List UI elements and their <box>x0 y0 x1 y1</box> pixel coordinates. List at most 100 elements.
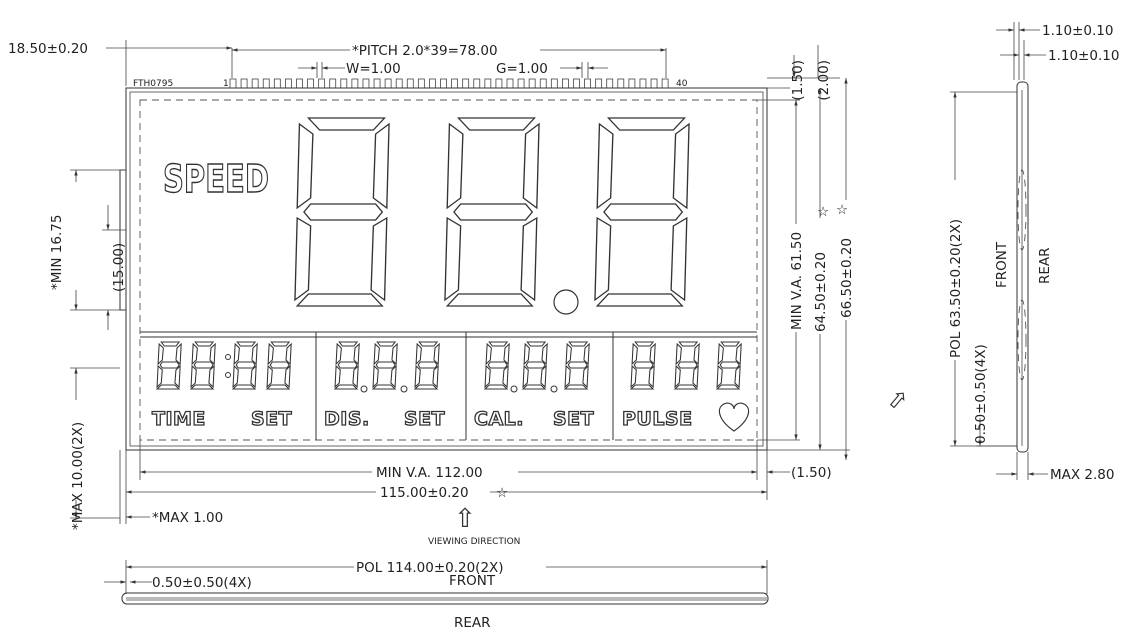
small-digit <box>522 341 548 390</box>
pin-pad <box>473 78 481 89</box>
width-115: 115.00±0.20 <box>380 485 469 501</box>
bottom-side-view: POL 114.00±0.20(2X) FRONT 0.50±0.50(4X) … <box>104 560 769 631</box>
model-code: FTH0795 <box>133 79 173 89</box>
pin-pad <box>506 78 514 89</box>
min-va-61-50: MIN V.A. 61.50 <box>789 232 805 330</box>
pin-pad <box>362 78 370 89</box>
small-digit <box>334 341 360 390</box>
pin-pad <box>417 78 425 89</box>
viewing-area-outline <box>139 99 758 441</box>
glass-inner-outline <box>129 91 764 447</box>
pin-pad <box>240 78 248 89</box>
pitch-dim: *PITCH 2.0*39=78.00 <box>352 43 498 59</box>
small-digit <box>190 341 216 390</box>
front-label-side: FRONT <box>994 241 1010 288</box>
max-1-00: *MAX 1.00 <box>152 510 223 526</box>
max-10-00: *MAX 10.00(2X) <box>70 422 86 530</box>
colon-dot-top <box>225 354 231 360</box>
time-label: TIME <box>152 408 206 430</box>
pol-offset-bottom: 0.50±0.50(4X) <box>152 575 252 591</box>
pin-pad <box>595 78 603 89</box>
pin-pad <box>550 78 558 89</box>
small-digit <box>564 341 590 390</box>
pin-pad <box>639 78 647 89</box>
pin-pad <box>318 78 326 89</box>
pin-pad <box>262 78 270 89</box>
thickness-1-10-b: 1.10±0.10 <box>1048 48 1119 64</box>
pin-pad <box>606 78 614 89</box>
small-digit <box>414 341 440 390</box>
up-arrow-icon: ⇧ <box>454 504 476 534</box>
pin-pad <box>628 78 636 89</box>
small-digit-group <box>156 341 742 393</box>
small-digit <box>716 341 742 390</box>
pin-pad <box>329 78 337 89</box>
pin-pad <box>539 78 547 89</box>
small-digit <box>232 341 258 390</box>
thickness-1-10-a: 1.10±0.10 <box>1042 23 1113 39</box>
right-side-view: ⇧ 1.10±0.10 1.10±0.10 FRONT REAR POL 63.… <box>881 22 1119 483</box>
dim-1-50-top: (1.50) <box>790 60 806 101</box>
pin-pad <box>573 78 580 89</box>
pin-pad <box>429 78 436 89</box>
big-digit-2 <box>444 117 540 307</box>
pin-pad <box>650 78 658 89</box>
pin-40-label: 40 <box>676 79 688 89</box>
pin-pad <box>373 78 381 89</box>
pin-pad <box>395 78 403 89</box>
pol-offset-side: 0.50±0.50(4X) <box>973 344 989 444</box>
pin-pad <box>351 78 359 89</box>
time-set-label: SET <box>251 408 292 430</box>
speed-label: SPEED <box>163 157 269 201</box>
pin-pad <box>307 78 314 89</box>
bottom-dimensions: MIN V.A. 112.00 (1.50) 115.00±0.20 ☆ ⇧ V… <box>126 440 832 547</box>
small-digit <box>674 341 700 390</box>
rear-label-side: REAR <box>1037 247 1053 284</box>
front-label-bottom: FRONT <box>449 573 496 589</box>
pin-pad <box>517 78 525 89</box>
dim-2-00-top: (2.00) <box>816 60 832 101</box>
pin-pad <box>661 78 669 89</box>
top-dimensions: *PITCH 2.0*39=78.00 W=1.00 G=1.00 18.50±… <box>8 40 840 101</box>
dis-set-label: SET <box>404 408 445 430</box>
cal-set-label: SET <box>553 408 594 430</box>
g-dim: G=1.00 <box>496 61 548 77</box>
small-digit <box>266 341 292 390</box>
small-digit <box>156 341 182 390</box>
pin-1-label: 1 <box>223 79 229 89</box>
pin-pad <box>451 78 459 89</box>
pin-pad <box>584 78 591 89</box>
dim-1-50-right: (1.50) <box>791 465 832 481</box>
pin-pad <box>528 78 536 89</box>
left-dimensions: *MIN 16.75 (15.00) *MAX 10.00(2X) *MAX 1… <box>49 169 223 530</box>
decimal-point <box>553 289 579 315</box>
small-decimal-dot <box>400 385 408 393</box>
star-icon: ☆ <box>817 204 829 220</box>
small-digit <box>372 341 398 390</box>
front-view: FTH0795 1 40 SPEED TIME SET DIS. SET CAL… <box>119 78 768 451</box>
height-64-50: 64.50±0.20 <box>813 252 829 332</box>
pin-pad <box>462 78 470 89</box>
pin-pad <box>562 78 569 89</box>
small-decimal-dot <box>510 385 518 393</box>
pin-pad <box>273 78 281 89</box>
pin-pad <box>340 78 348 89</box>
viewing-direction: VIEWING DIRECTION <box>428 537 520 547</box>
pol-114: POL 114.00±0.20(2X) <box>356 560 504 576</box>
offset-18-50: 18.50±0.20 <box>8 41 88 57</box>
small-decimal-dot <box>360 385 368 393</box>
dis-label: DIS. <box>324 408 370 430</box>
cal-label: CAL. <box>474 408 524 430</box>
small-digit <box>630 341 656 390</box>
panel-side-profile <box>121 592 769 605</box>
pin-pad <box>495 78 503 89</box>
w-dim: W=1.00 <box>346 61 401 77</box>
pin-pad <box>484 78 492 89</box>
pin-row <box>229 78 669 89</box>
pin-pad <box>251 78 259 89</box>
rear-label-bottom: REAR <box>454 615 491 631</box>
height-66-50: 66.50±0.20 <box>839 238 855 318</box>
pulse-label: PULSE <box>622 408 693 430</box>
pin-pad <box>406 78 414 89</box>
